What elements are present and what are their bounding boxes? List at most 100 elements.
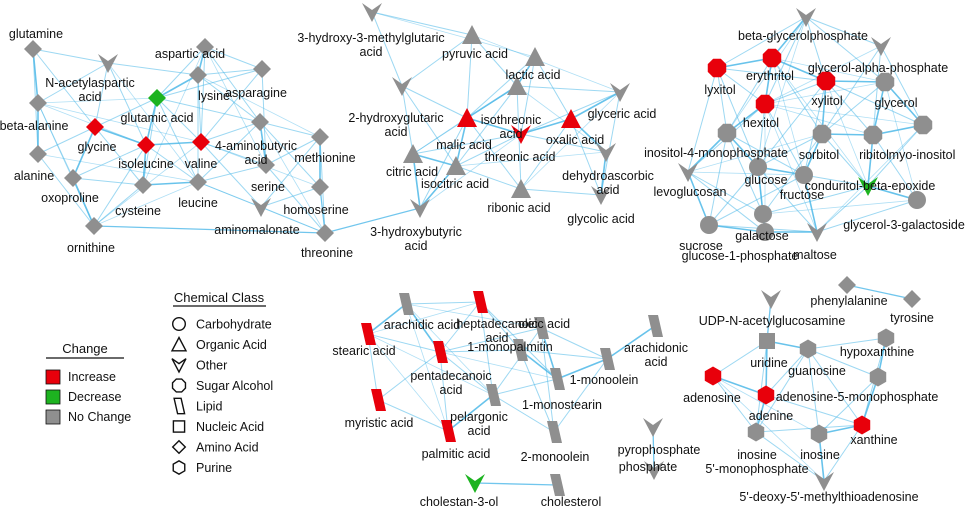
oxalic-node-triangle-icon xyxy=(561,109,581,128)
decrease-swatch xyxy=(45,389,61,405)
aminomalonate-label: aminomalonate xyxy=(214,223,300,237)
edge xyxy=(519,349,555,433)
edge xyxy=(265,136,321,166)
edge xyxy=(553,358,608,433)
legend-diamond-icon xyxy=(171,439,187,455)
edge xyxy=(726,132,805,176)
citric-label: citric acid xyxy=(386,165,438,179)
edge xyxy=(716,67,827,82)
asparagine-node-diamond-icon xyxy=(253,60,271,78)
myoinositol-label: myo-inositol xyxy=(889,148,956,162)
label-line: sucrose xyxy=(679,239,723,253)
glycine-label: glycine xyxy=(78,140,117,154)
label-line: phenylalanine xyxy=(810,294,887,308)
edge xyxy=(540,327,608,360)
edge xyxy=(474,482,558,486)
pyrophosphate-label: pyrophosphate xyxy=(618,443,701,457)
monopalmitin-label: 1-monopalmitin xyxy=(467,340,553,354)
edge xyxy=(455,85,518,167)
myristic-node-parallelogram-icon xyxy=(371,389,386,411)
myristic-label: myristic acid xyxy=(345,416,414,430)
lysine-label: lysine xyxy=(198,89,230,103)
label-line: inosine xyxy=(737,448,777,462)
edge xyxy=(807,348,863,426)
edge xyxy=(821,81,886,135)
legend-change: Change Increase Decrease No Change xyxy=(45,341,131,425)
label-line: acid xyxy=(405,239,428,253)
glyceric-node-chevron-icon xyxy=(610,83,630,102)
edge xyxy=(367,333,449,432)
glycerol3gal-node-circle-icon xyxy=(908,191,926,209)
levoglucosan-node-chevron-icon xyxy=(678,163,698,182)
label-line: 5'-monophosphate xyxy=(705,462,808,476)
edge xyxy=(197,68,263,76)
isoleucine-node-diamond-icon xyxy=(137,136,155,154)
edge xyxy=(757,103,766,168)
edge xyxy=(757,133,823,168)
edge xyxy=(712,340,768,377)
xanthine-node-hexagon-icon xyxy=(853,415,871,435)
edge xyxy=(687,171,805,176)
adenine-node-hexagon-icon xyxy=(757,385,775,405)
threonine-label: threonine xyxy=(301,246,353,260)
edge xyxy=(439,327,542,353)
lyxitol-node-octagon-icon xyxy=(707,58,727,78)
edge xyxy=(757,16,807,168)
edge xyxy=(32,48,109,64)
edge xyxy=(259,121,321,188)
mta-label: 5'-deoxy-5'-methylthioadenosine xyxy=(739,490,918,504)
edge xyxy=(708,166,759,226)
glycerol3gal-label: glycerol-3-galactoside xyxy=(843,218,965,232)
label-line: acid xyxy=(486,331,509,345)
edge xyxy=(405,303,449,432)
legend-class-label: Lipid xyxy=(196,400,222,414)
lysine-node-diamond-icon xyxy=(189,66,207,84)
oleic-node-parallelogram-icon xyxy=(534,317,549,339)
edge xyxy=(805,16,886,83)
udpnag-label: UDP-N-acetylglucosamine xyxy=(699,314,846,328)
label-line: 3-hydroxy-3-methylglutaric xyxy=(297,31,444,45)
label-line: adenine xyxy=(749,409,794,423)
edge xyxy=(377,351,441,401)
edge xyxy=(755,424,863,433)
cholestanol-label: cholestan-3-ol xyxy=(420,495,499,509)
cysteine-label: cysteine xyxy=(115,204,161,218)
monoolein2-label: 2-monoolein xyxy=(521,450,590,464)
edge xyxy=(771,57,886,83)
edge xyxy=(466,117,522,135)
legend-class-label: Purine xyxy=(196,461,232,475)
label-line: maltose xyxy=(793,248,837,262)
legend-triangle-icon xyxy=(170,335,188,352)
label-line: aspartic acid xyxy=(155,47,225,61)
edge xyxy=(145,144,199,183)
edge xyxy=(455,133,522,167)
nacetylasp-node-chevron-icon xyxy=(98,54,118,73)
udpnag-node-chevron-icon xyxy=(761,290,781,309)
lactic-node-triangle-icon xyxy=(525,47,545,66)
label-line: lyxitol xyxy=(704,83,735,97)
edge xyxy=(455,151,607,167)
edge xyxy=(872,45,882,136)
monopalmitin-node-parallelogram-icon xyxy=(513,339,528,361)
edge xyxy=(479,301,494,396)
serine-node-diamond-icon xyxy=(257,156,275,174)
edge xyxy=(439,351,449,432)
edge xyxy=(72,126,96,179)
edge xyxy=(93,225,326,234)
pelargonic-node-parallelogram-icon xyxy=(486,384,501,406)
edge xyxy=(156,97,202,143)
edge xyxy=(687,171,764,215)
sucrose-label: sucrose xyxy=(679,239,723,253)
edge xyxy=(757,80,827,168)
inosine-node-hexagon-icon xyxy=(810,424,828,444)
legend-chevron-icon xyxy=(171,358,187,374)
betaglycerophosphate-label: beta-glycerolphosphate xyxy=(738,29,868,43)
edge xyxy=(757,166,818,233)
label-line: conduritol-beta-epoxide xyxy=(805,179,936,193)
label-line: 1-monopalmitin xyxy=(467,340,553,354)
label-line: oxoproline xyxy=(41,191,99,205)
